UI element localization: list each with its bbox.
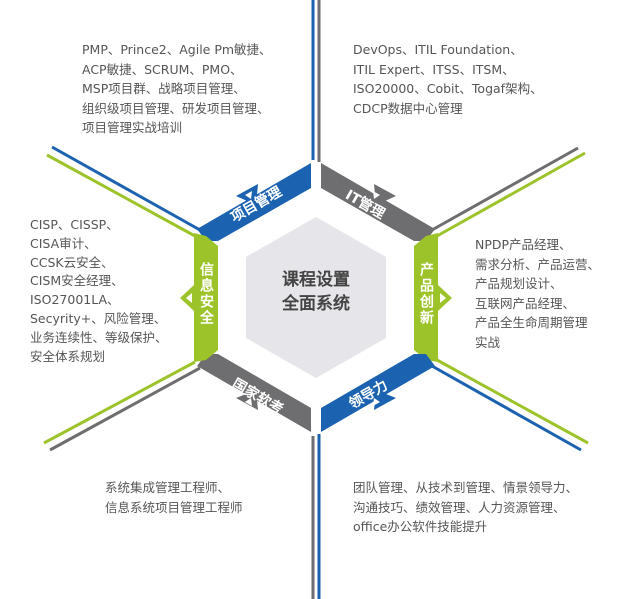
center-title-line: 全面系统 xyxy=(282,294,350,314)
center-hexagon xyxy=(246,217,386,378)
notch-triangle xyxy=(374,390,396,410)
divider-line xyxy=(431,146,579,232)
item-text: Secyrity+、风险管理、 xyxy=(30,310,167,326)
notch-triangle xyxy=(374,184,396,205)
item-text: NPDP产品经理、 xyxy=(475,237,572,252)
divider-line xyxy=(436,151,586,238)
item-text: CISA审计、 xyxy=(30,235,97,251)
item-text: ISO27001LA、 xyxy=(30,292,120,308)
item-text: 沟通技巧、绩效管理、人力资源管理、 xyxy=(353,499,566,515)
arrow-icon xyxy=(373,398,380,406)
center-title: 课程设置 全面系统 xyxy=(246,268,386,316)
item-text: 产品全生命周期管理 xyxy=(475,315,588,330)
item-text: ISO20000、Cobit、Togaf架构、 xyxy=(353,81,543,96)
divider-line xyxy=(436,358,589,445)
item-text: MSP项目群、战略项目管理、 xyxy=(82,81,246,96)
arrow-icon xyxy=(373,191,380,199)
notch-triangle xyxy=(236,390,258,410)
item-text: 组织级项目管理、研发项目管理、 xyxy=(82,100,270,116)
items-it: DevOps、ITIL Foundation、 ITIL Expert、ITSS… xyxy=(353,40,543,118)
item-text: ACP敏捷、SCRUM、PMO、 xyxy=(82,61,243,77)
item-text: DevOps、ITIL Foundation、 xyxy=(353,42,523,57)
divider-line xyxy=(49,366,201,452)
item-text: 安全体系规划 xyxy=(30,348,106,364)
item-text: 业务连续性、等级保护、 xyxy=(30,329,168,345)
items-soft-exam: 系统集成管理工程师、 信息系统项目管理工程师 xyxy=(105,478,243,517)
divider-line xyxy=(431,364,582,452)
ribbon-product xyxy=(414,233,438,362)
item-text: 项目管理实战培训 xyxy=(82,120,183,135)
arrow-icon xyxy=(245,191,252,199)
center-title-line: 课程设置 xyxy=(282,270,350,290)
item-text: 产品规划设计、 xyxy=(475,276,563,291)
label-product: 产品创新 xyxy=(418,262,434,326)
arrow-icon xyxy=(440,293,446,303)
item-text: ITIL Expert、ITSS、ITSM、 xyxy=(353,61,515,77)
arrow-icon xyxy=(186,293,192,303)
items-security: CISP、CISSP、 CISA审计、 CCSK云安全、 CISM安全经理、 I… xyxy=(30,216,168,366)
item-text: 需求分析、产品运营、 xyxy=(475,256,601,272)
item-text: CDCP数据中心管理 xyxy=(353,100,463,116)
items-product: NPDP产品经理、 需求分析、产品运营、 产品规划设计、 互联网产品经理、 产品… xyxy=(475,235,600,352)
divider-line xyxy=(46,153,196,238)
label-security: 信息安全 xyxy=(198,262,214,326)
item-text: office办公软件技能提升 xyxy=(353,519,488,534)
items-leadership: 团队管理、从技术到管理、情景领导力、 沟通技巧、绩效管理、人力资源管理、 off… xyxy=(353,478,578,537)
ribbon-security xyxy=(194,233,218,362)
items-project: PMP、Prince2、Agile Pm敏捷、 ACP敏捷、SCRUM、PMO、… xyxy=(82,40,272,138)
item-text: 系统集成管理工程师、 xyxy=(105,480,231,495)
item-text: PMP、Prince2、Agile Pm敏捷、 xyxy=(82,42,272,57)
item-text: 信息系统项目管理工程师 xyxy=(105,499,243,515)
divider-line xyxy=(51,145,201,232)
item-text: 实战 xyxy=(475,334,501,350)
divider-line xyxy=(43,360,196,445)
arrow-icon xyxy=(245,398,252,406)
item-text: 团队管理、从技术到管理、情景领导力、 xyxy=(353,480,579,495)
item-text: 互联网产品经理、 xyxy=(475,295,576,311)
item-text: CISM安全经理、 xyxy=(30,273,124,289)
item-text: CISP、CISSP、 xyxy=(30,217,119,232)
item-text: CCSK云安全、 xyxy=(30,254,114,270)
